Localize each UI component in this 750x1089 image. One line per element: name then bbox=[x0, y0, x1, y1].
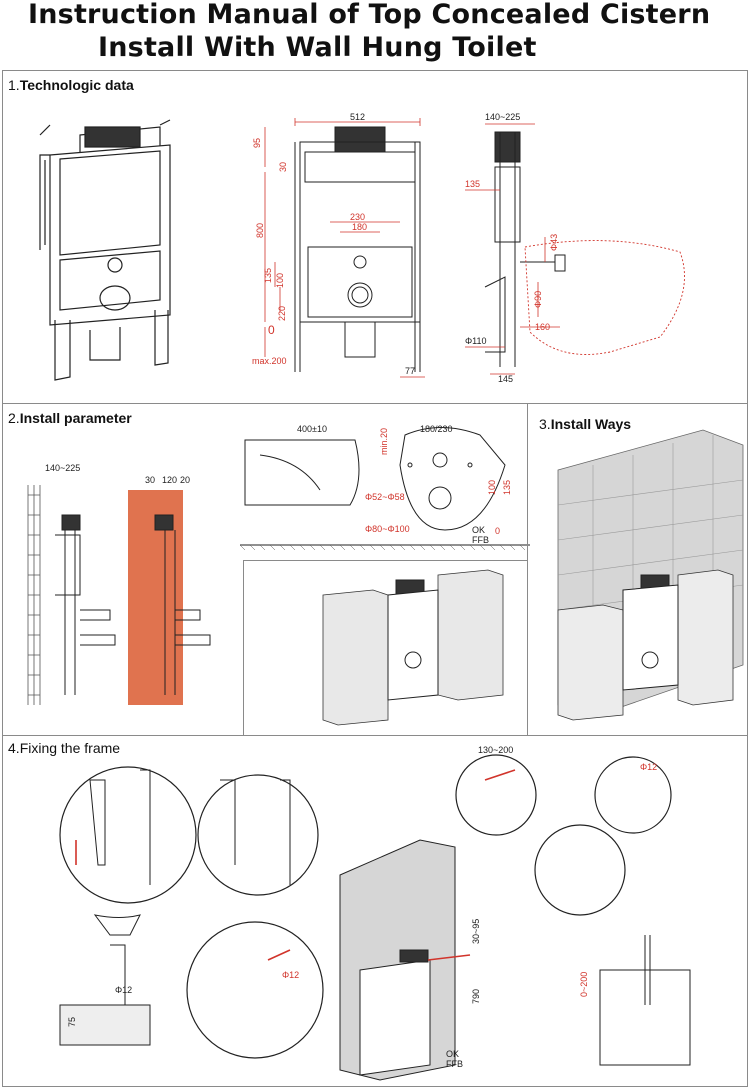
param-ok: OK bbox=[472, 525, 485, 535]
detail-circle-foot-adjust bbox=[59, 766, 197, 904]
fix-30-95: 30~95 bbox=[471, 919, 481, 944]
dim-160: 160 bbox=[535, 322, 550, 332]
fix-790: 790 bbox=[471, 989, 481, 1004]
dim-135: 135 bbox=[263, 268, 273, 283]
dim-zero: 0 bbox=[268, 323, 275, 337]
fix-130-200: 130~200 bbox=[478, 745, 513, 755]
dim-145: 145 bbox=[498, 374, 513, 384]
param-135: 135 bbox=[502, 480, 512, 495]
section-1-heading: 1.Technologic data bbox=[8, 77, 134, 93]
dim-side-135: 135 bbox=[465, 179, 480, 189]
fixing-frame-drawings: Φ12 75 Φ12 130~200 Φ12 30~95 790 OK FFB … bbox=[59, 745, 691, 1081]
fix-ok: OK bbox=[446, 1049, 459, 1059]
front-dimension-drawing: 512 95 30 800 230 180 135 100 220 0 max.… bbox=[252, 112, 425, 378]
install-ways-brick-wall-drawing bbox=[557, 429, 744, 721]
dim-phi90: Φ90 bbox=[533, 291, 543, 308]
fix-ffb: FFB bbox=[446, 1059, 463, 1069]
param-30: 30 bbox=[145, 475, 155, 485]
param-zero: 0 bbox=[495, 526, 500, 536]
frame-isometric-drawing bbox=[39, 119, 171, 381]
param-ffb: FFB bbox=[472, 535, 489, 545]
fix-phi12-b: Φ12 bbox=[282, 970, 299, 980]
detail-circle-foot-set bbox=[197, 774, 319, 896]
dim-77: 77 bbox=[405, 366, 415, 376]
param-400: 400±10 bbox=[297, 424, 327, 434]
dim-180: 180 bbox=[352, 222, 367, 232]
param-100: 100 bbox=[487, 480, 497, 495]
dim-220: 220 bbox=[277, 306, 287, 321]
section-3-heading: 3.Install Ways bbox=[539, 416, 632, 432]
dim-140-225: 140~225 bbox=[485, 112, 520, 122]
manual-title-line1: Instruction Manual of Top Concealed Cist… bbox=[28, 0, 711, 30]
dim-max200: max.200 bbox=[252, 356, 287, 366]
param-140-225: 140~225 bbox=[45, 463, 80, 473]
param-phi80: Φ80~Φ100 bbox=[365, 524, 410, 534]
toilet-bowl-drawing: 400±10 min.20 180/230 Φ52~Φ58 Φ80~Φ100 1… bbox=[239, 424, 530, 551]
install-between-walls-drawing bbox=[322, 569, 504, 726]
detail-circle-anchor-wall bbox=[186, 921, 324, 1059]
param-20: 20 bbox=[180, 475, 190, 485]
param-min20: min.20 bbox=[379, 428, 389, 455]
dim-95: 95 bbox=[252, 138, 262, 148]
section-4-heading: 4.Fixing the frame bbox=[8, 740, 121, 756]
manual-title-line2: Install With Wall Hung Toilet bbox=[98, 32, 537, 63]
fix-75: 75 bbox=[67, 1017, 77, 1027]
dim-width-512: 512 bbox=[350, 112, 365, 122]
section-2-heading: 2.Install parameter bbox=[8, 410, 132, 426]
detail-circle-drill-bracket bbox=[594, 756, 672, 834]
dim-30: 30 bbox=[278, 162, 288, 172]
fix-0-200: 0~200 bbox=[579, 972, 589, 997]
param-180-230: 180/230 bbox=[420, 424, 453, 434]
detail-circle-wrench bbox=[534, 824, 626, 916]
fix-phi12-c: Φ12 bbox=[640, 762, 657, 772]
dim-100: 100 bbox=[275, 273, 285, 288]
fix-phi12-a: Φ12 bbox=[115, 985, 132, 995]
install-parameter-drawings: 140~225 30 120 20 bbox=[27, 463, 211, 705]
dim-230: 230 bbox=[350, 212, 365, 222]
section-fixing-frame bbox=[2, 735, 748, 1087]
param-120: 120 bbox=[162, 475, 177, 485]
dim-phi43: Φ43 bbox=[549, 234, 559, 251]
dim-800: 800 bbox=[255, 223, 265, 238]
side-dimension-drawing: 140~225 135 Φ43 Φ90 160 Φ110 145 bbox=[465, 112, 685, 384]
param-phi52: Φ52~Φ58 bbox=[365, 492, 405, 502]
detail-circle-arm-width bbox=[455, 754, 537, 836]
dim-phi110: Φ110 bbox=[465, 336, 487, 346]
